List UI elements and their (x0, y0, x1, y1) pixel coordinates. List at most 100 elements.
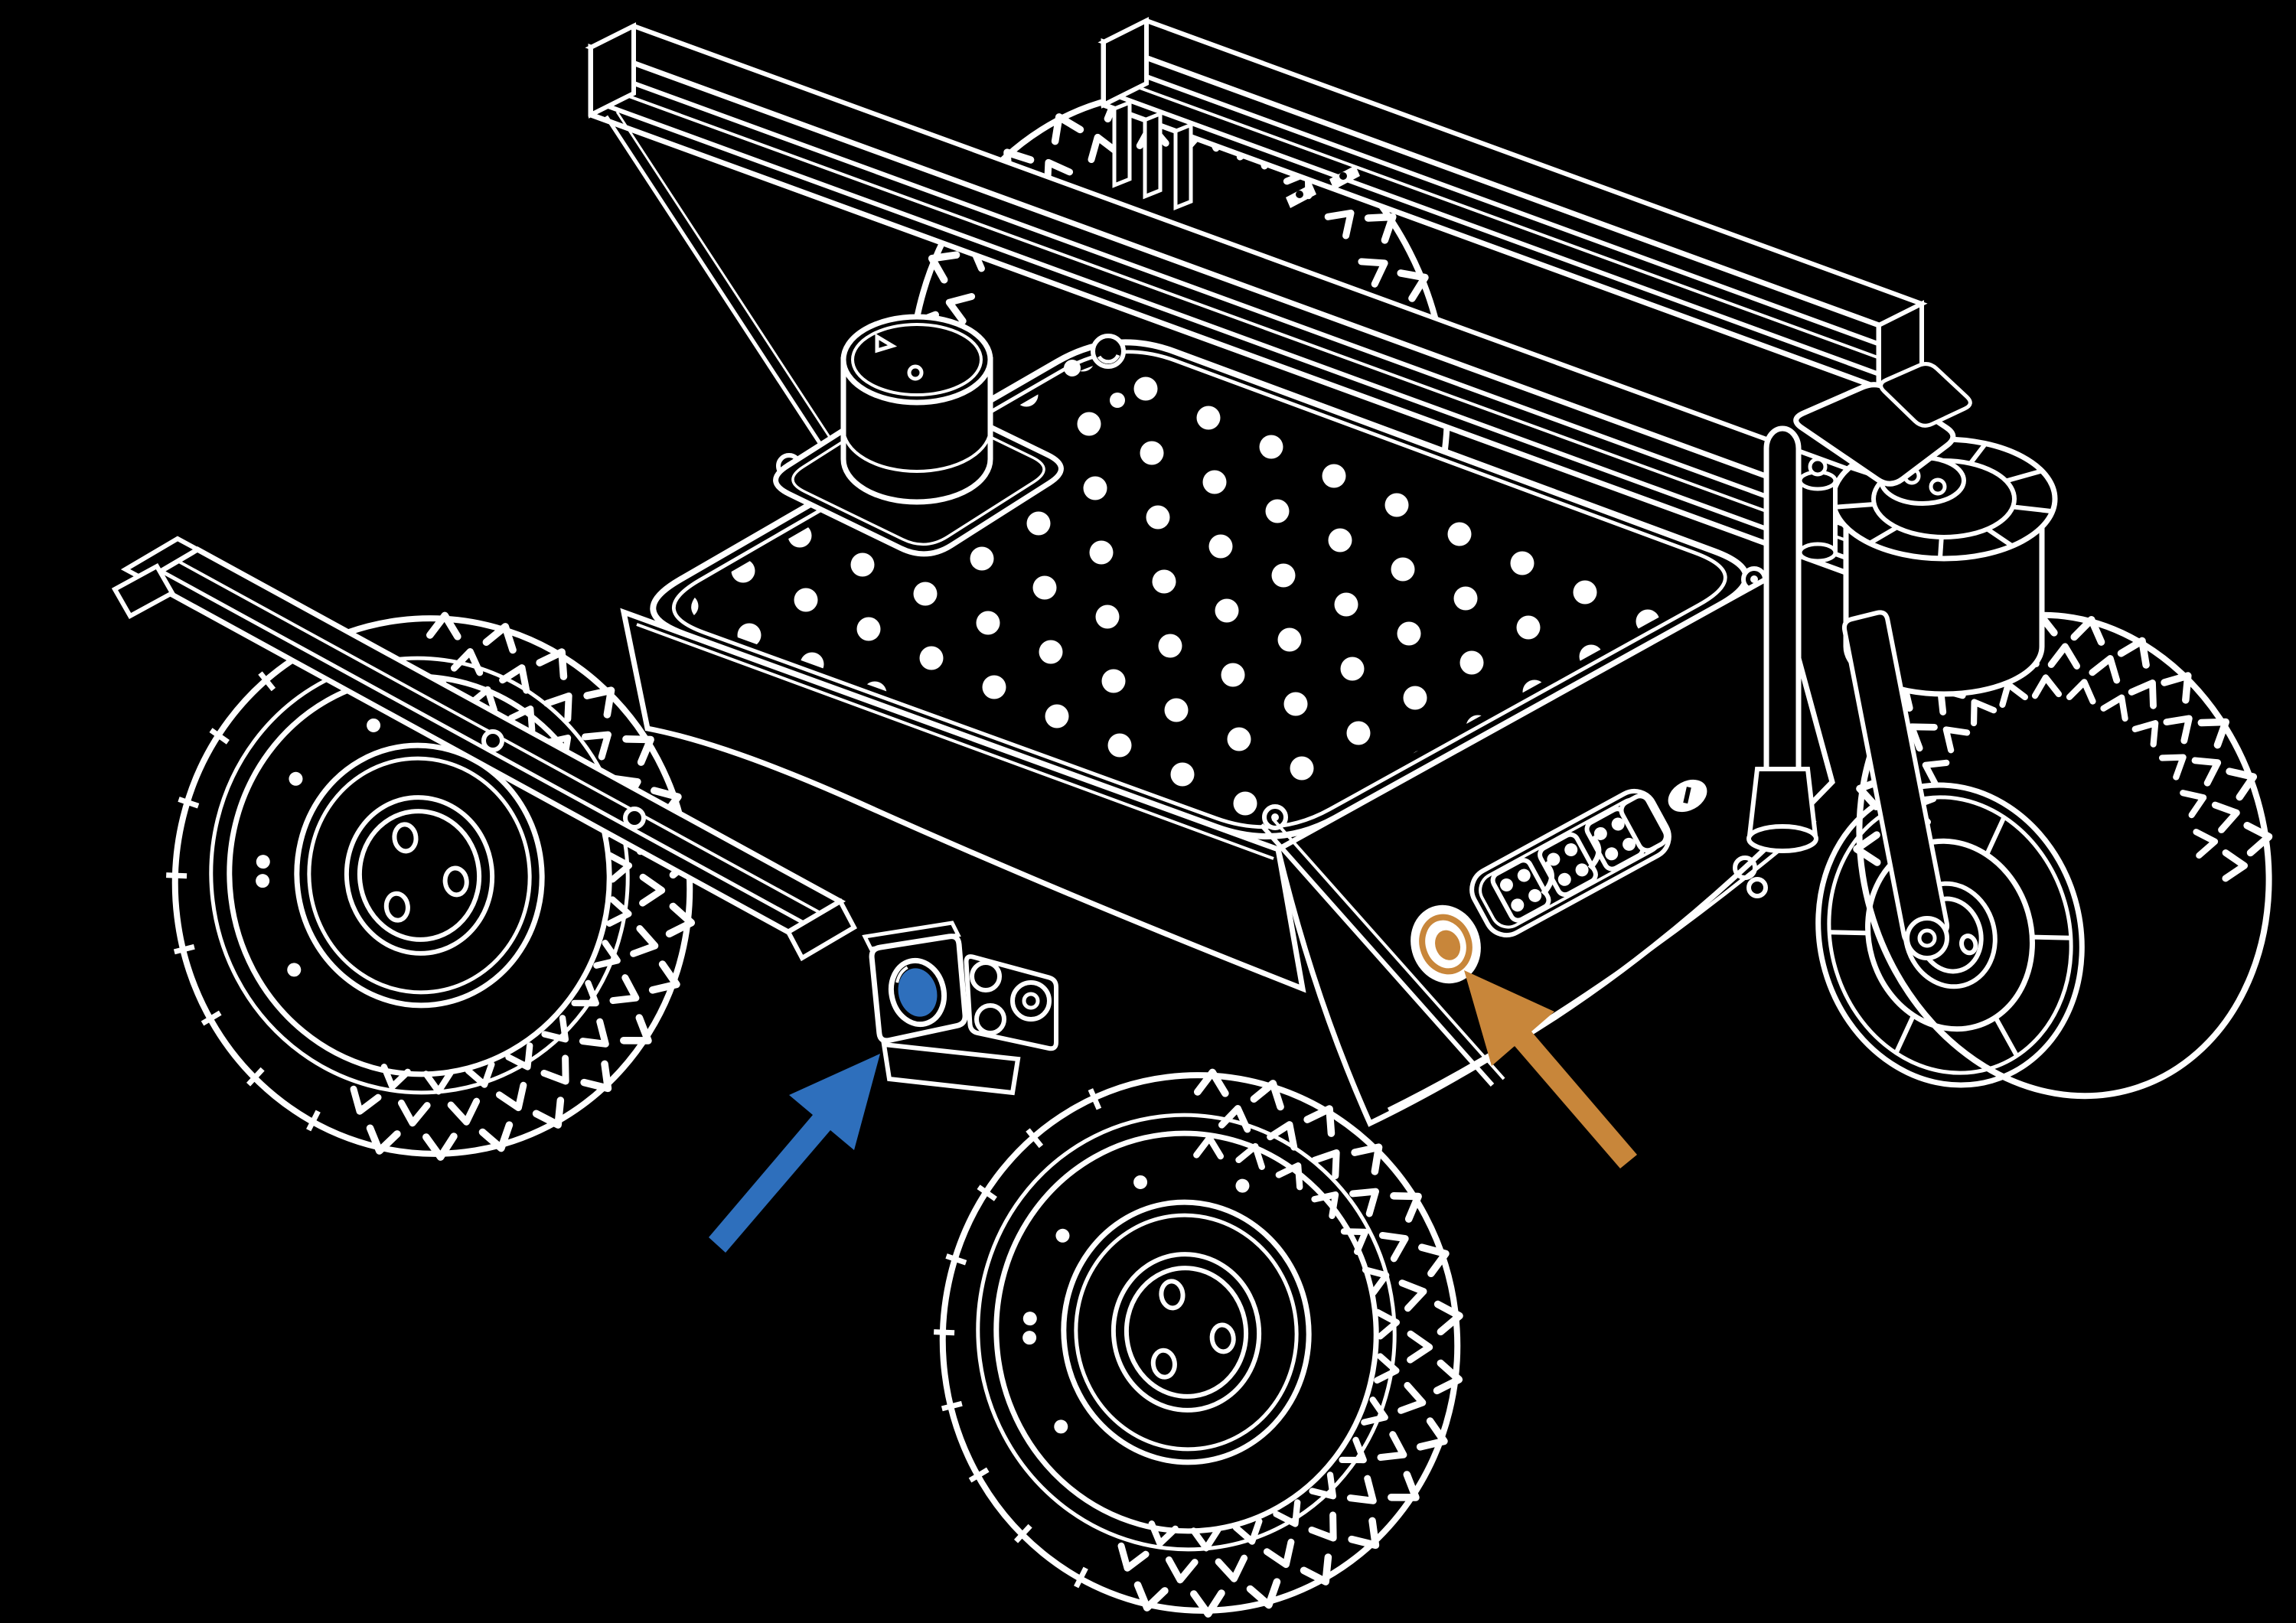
tread-chevron (1165, 1556, 1199, 1584)
mounting-hole (1459, 650, 1484, 675)
mounting-hole (1403, 686, 1427, 710)
camera-callout-arrow (709, 1054, 880, 1253)
plate-thickness-line (636, 623, 1274, 860)
plate-screw-center (1750, 575, 1758, 583)
lidar-index-mark (875, 333, 898, 354)
camera-top-face (862, 921, 961, 951)
tread-chevron (2070, 616, 2105, 646)
tread-chevron (2131, 720, 2159, 748)
mounting-hole (919, 646, 944, 670)
rim-spoke (2032, 934, 2071, 940)
mounting-hole (1334, 592, 1358, 617)
tread-chevron (580, 1060, 612, 1093)
lidar-top-ring (851, 323, 983, 396)
standoff-cap (1808, 457, 1828, 477)
rim-spoke (1829, 930, 1868, 936)
tread-edge-tick (1088, 1088, 1102, 1110)
plate-screw (1110, 393, 1125, 408)
mounting-hole (1101, 669, 1126, 693)
hub-lug (442, 865, 469, 898)
lidar-top (840, 314, 993, 406)
tread-chevron (1378, 1231, 1409, 1263)
mounting-hole (1453, 586, 1478, 611)
swivel-spoke (1937, 536, 1944, 559)
tread-chevron (507, 706, 536, 734)
tread-chevron (543, 692, 572, 723)
tread-chevron (1416, 1417, 1448, 1451)
tread-chevron (2222, 849, 2249, 882)
hub-lug (1150, 1348, 1177, 1380)
tread-chevron (622, 735, 654, 766)
mounting-hole (856, 617, 881, 641)
tread-chevron (2211, 801, 2240, 833)
rim-bolt (1022, 1331, 1037, 1345)
left-side-panel (620, 608, 1306, 993)
tread-chevron (1250, 1080, 1284, 1111)
rim-ring (976, 1113, 1397, 1552)
port-circle (1010, 980, 1052, 1022)
tread-chevron (541, 1015, 569, 1043)
rail-slot-line (1103, 73, 1880, 360)
rail-hanger-post (1112, 99, 1132, 188)
swivel-spoke (1985, 526, 2014, 548)
rail-end-cap (1101, 17, 1149, 109)
rim-bolt (289, 771, 303, 786)
tread-chevron (2243, 821, 2273, 857)
mounting-hole (1083, 476, 1107, 500)
connector-pin (1623, 837, 1636, 851)
mounting-hole (1277, 627, 1302, 652)
port-pin (1022, 992, 1040, 1010)
rim-ring (294, 742, 545, 1009)
tread-chevron (422, 1133, 458, 1161)
antenna (1746, 425, 1818, 853)
tread-edge-tick (246, 1067, 265, 1087)
mounting-hole (1259, 435, 1283, 459)
tread-chevron (1397, 1381, 1427, 1414)
tread-chevron (2100, 694, 2128, 722)
tread-chevron (540, 1054, 569, 1085)
panel-bolt (1733, 855, 1757, 880)
connector-pin (1547, 852, 1561, 866)
mounting-hole (1196, 406, 1221, 430)
rim-bolt (1055, 1228, 1070, 1243)
support-rod (1259, 823, 1495, 1087)
power-button-core (1435, 930, 1461, 960)
tread-chevron (639, 873, 666, 907)
connector-pin (1499, 878, 1513, 891)
tread-chevron (1351, 1143, 1383, 1175)
panel-glyph (1541, 861, 1554, 896)
tread-chevron (1273, 1499, 1301, 1527)
tread-chevron (1339, 1436, 1367, 1464)
tread-chevron (1300, 1553, 1332, 1586)
button-callout-arrow (1464, 970, 1637, 1168)
mounting-hole (1170, 762, 1195, 787)
tread-edge-tick (178, 797, 200, 809)
mounting-hole (1233, 791, 1257, 816)
tread-chevron (1390, 1192, 1422, 1223)
connector-pin (1528, 888, 1542, 902)
tread-chevron (397, 1100, 431, 1127)
chassis-front-side (1259, 569, 1835, 1127)
swivel-spoke (1834, 501, 1875, 510)
mounting-hole (1089, 540, 1114, 565)
tread-chevron (1358, 258, 1388, 288)
tread-edge-tick (173, 943, 195, 955)
mounting-hole (1290, 756, 1314, 781)
rail-clamp-bolt (1296, 191, 1303, 198)
tread-chevron (1348, 1517, 1380, 1550)
tread-chevron (1051, 113, 1084, 145)
mounting-hole (982, 675, 1006, 699)
connector-pin (1611, 817, 1625, 831)
hub-ring (344, 795, 495, 956)
rail-end-bracket (111, 562, 176, 620)
mounting-hole (1152, 569, 1176, 594)
hub-lug (392, 822, 419, 854)
tread-chevron (1374, 1353, 1400, 1384)
tread-chevron (1267, 1121, 1298, 1151)
panel-end-cap (1619, 794, 1668, 853)
plate-screw (1064, 360, 1081, 376)
mounting-hole (794, 588, 818, 612)
rail-clamp-bolt (1339, 172, 1347, 180)
mounting-hole (1391, 557, 1415, 582)
